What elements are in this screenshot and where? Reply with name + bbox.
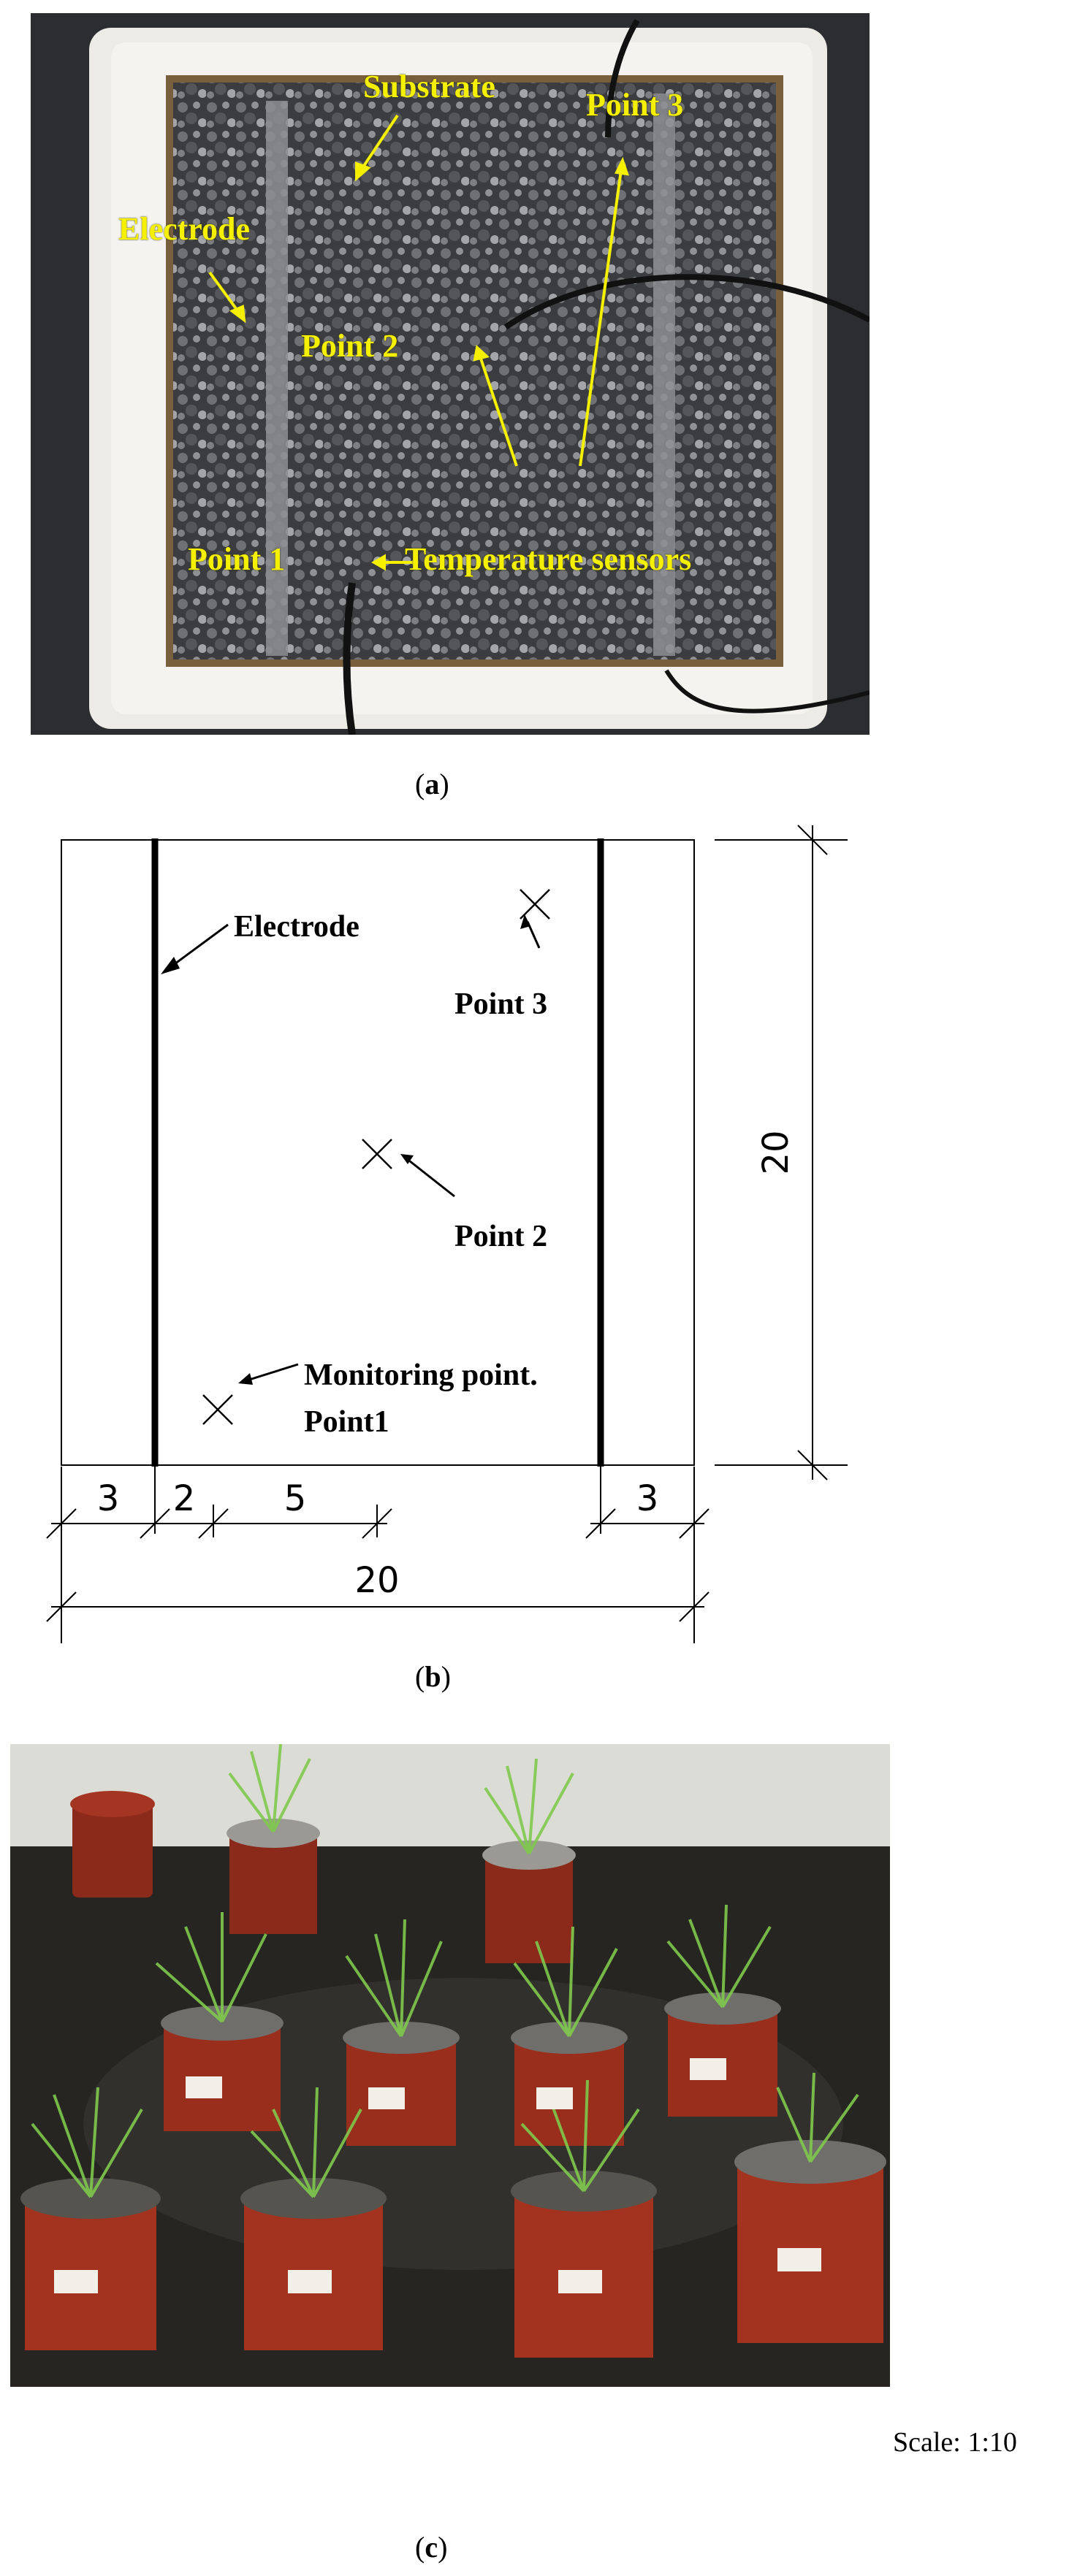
caption-c: (c) xyxy=(415,2531,448,2564)
dim-left-margin: 3 xyxy=(97,1478,120,1519)
label-monitoring-point: Monitoring point. xyxy=(304,1358,538,1392)
potted-plants-photo xyxy=(10,1744,890,2387)
dim-gap: 2 xyxy=(173,1478,196,1519)
label-electrode-diagram: Electrode xyxy=(234,910,359,944)
label-substrate: Substrate xyxy=(363,69,495,104)
dim-right-margin: 3 xyxy=(636,1478,659,1519)
label-temperature-sensors: Temperature sensors xyxy=(405,541,692,577)
substrate-box-illustration xyxy=(31,13,870,735)
scale-label: Scale: 1:10 xyxy=(893,2427,1017,2458)
dim-width: 20 xyxy=(354,1560,399,1601)
caption-b: (b) xyxy=(415,1660,451,1693)
label-point2-photo: Point 2 xyxy=(301,328,399,364)
label-point1-diagram: Point1 xyxy=(304,1405,389,1439)
box-outline xyxy=(61,839,695,1466)
caption-a: (a) xyxy=(415,768,449,800)
potted-plants-illustration xyxy=(10,1744,890,2387)
electrode-layout-diagram: Electrode Point 3 Point 2 Monitoring poi… xyxy=(46,825,848,1643)
label-point3-diagram: Point 3 xyxy=(454,987,547,1021)
dim-height: 20 xyxy=(756,1130,796,1174)
label-point3-photo: Point 3 xyxy=(586,87,684,123)
label-point2-diagram: Point 2 xyxy=(454,1220,547,1253)
dim-offset: 5 xyxy=(284,1478,307,1519)
label-point1-photo: Point 1 xyxy=(188,541,286,577)
label-electrode-photo: Electrode xyxy=(118,211,251,247)
substrate-box-photo: Substrate Point 3 Electrode Point 2 Poin… xyxy=(31,13,870,735)
